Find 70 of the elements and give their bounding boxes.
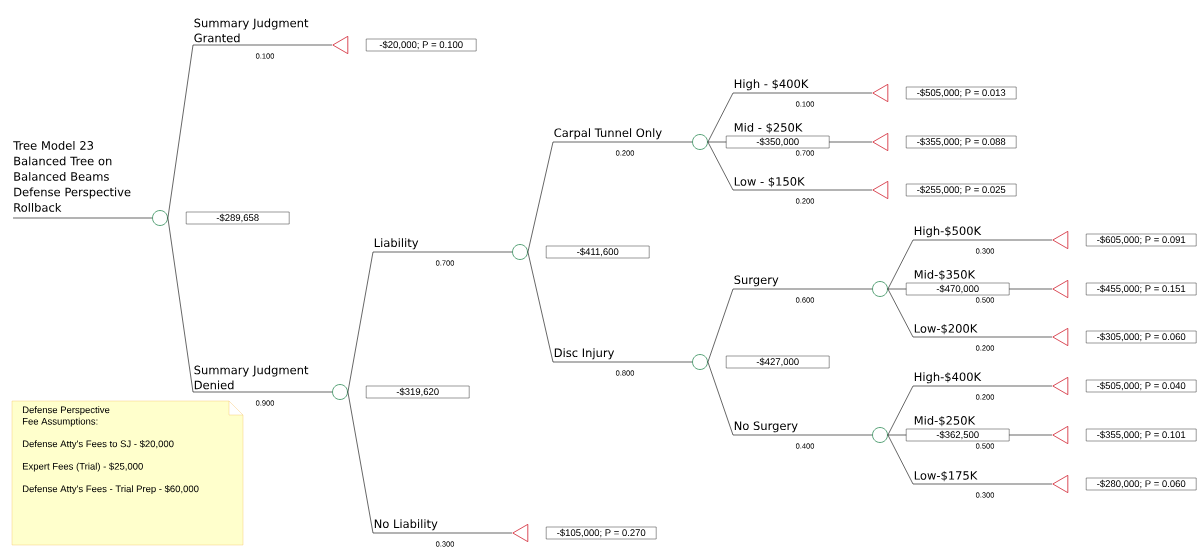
chance-circle	[692, 354, 708, 370]
branch-label: Low - $150K	[734, 176, 805, 188]
branch-label: Summary Judgment Denied	[194, 365, 309, 390]
chance-circle	[692, 134, 708, 150]
branch-line	[167, 217, 333, 393]
branch-line	[887, 239, 1053, 290]
value-box: -$505,000; P = 0.013	[906, 86, 1017, 100]
branch-line	[887, 288, 1053, 338]
value-box: -$355,000; P = 0.088	[906, 135, 1017, 149]
branch-label: High-$400K	[914, 372, 982, 384]
value-box: -$289,658	[186, 211, 290, 225]
branch-line	[347, 251, 513, 393]
terminal-triangle	[332, 35, 349, 55]
value-box: -$505,000; P = 0.040	[1086, 379, 1197, 393]
value-box: -$411,600	[546, 245, 650, 259]
branch-label: Carpal Tunnel Only	[554, 128, 662, 140]
branch-label: Liability	[374, 238, 419, 250]
branch-label: Summary Judgment Granted	[194, 18, 309, 43]
terminal-triangle	[1052, 327, 1069, 347]
branch-line	[12, 217, 153, 219]
branch-label: Mid - $250K	[734, 122, 803, 134]
terminal-triangle	[872, 83, 889, 103]
branch-line	[347, 391, 513, 534]
value-box: -$470,000	[906, 282, 1010, 296]
terminal-triangle	[1052, 279, 1069, 299]
value-box: -$355,000; P = 0.101	[1086, 428, 1197, 442]
chance-circle	[332, 384, 348, 400]
branch-label: High - $400K	[734, 79, 809, 91]
branch-line	[707, 288, 873, 363]
branch-label: Low-$175K	[914, 470, 978, 482]
branch-label: No Surgery	[734, 421, 798, 433]
terminal-triangle	[1052, 474, 1069, 494]
chance-circle	[872, 281, 888, 297]
branch-line	[707, 141, 873, 191]
terminal-triangle	[872, 180, 889, 200]
branch-line	[527, 251, 693, 363]
terminal-triangle	[512, 523, 529, 543]
value-box: -$350,000	[726, 135, 830, 149]
terminal-triangle	[872, 132, 889, 152]
branch-label: No Liability	[374, 519, 438, 531]
value-box: -$427,000	[726, 355, 830, 369]
value-box: -$605,000; P = 0.091	[1086, 233, 1197, 247]
value-box: -$105,000; P = 0.270	[546, 526, 657, 540]
chance-circle	[872, 427, 888, 443]
tree-title: Tree Model 23 Balanced Tree on Balanced Beams Defense Perspective Rollback	[13, 140, 131, 212]
note-box: Defense Perspective Fee Assumptions: Defense Atty's Fees to SJ - $20,000 Expert Fees (Trial) - $25,000 Defense Atty's Fees - Trial Prep - $60,000	[11, 400, 244, 546]
value-box: -$319,620	[366, 385, 470, 399]
branch-label: Mid-$350K	[914, 269, 976, 281]
branch-line	[707, 361, 873, 436]
value-box: -$280,000; P = 0.060	[1086, 477, 1197, 491]
value-box: -$255,000; P = 0.025	[906, 183, 1017, 197]
branch-line	[707, 92, 873, 143]
branch-label: Low-$200K	[914, 323, 978, 335]
chance-circle	[152, 210, 168, 226]
terminal-triangle	[1052, 425, 1069, 445]
value-box: -$20,000; P = 0.100	[366, 38, 477, 52]
branch-line	[887, 434, 1053, 485]
chance-circle	[512, 244, 528, 260]
branch-label: Disc Injury	[554, 348, 615, 360]
branch-line	[167, 44, 333, 219]
branch-label: Mid-$250K	[914, 415, 976, 427]
terminal-triangle	[1052, 376, 1069, 396]
branch-label: Surgery	[734, 275, 779, 287]
branch-line	[527, 141, 693, 253]
terminal-triangle	[1052, 230, 1069, 250]
branch-line	[887, 385, 1053, 436]
value-box: -$455,000; P = 0.151	[1086, 282, 1197, 296]
value-box: -$362,500	[906, 428, 1010, 442]
branch-label: High-$500K	[914, 226, 982, 238]
value-box: -$305,000; P = 0.060	[1086, 330, 1197, 344]
